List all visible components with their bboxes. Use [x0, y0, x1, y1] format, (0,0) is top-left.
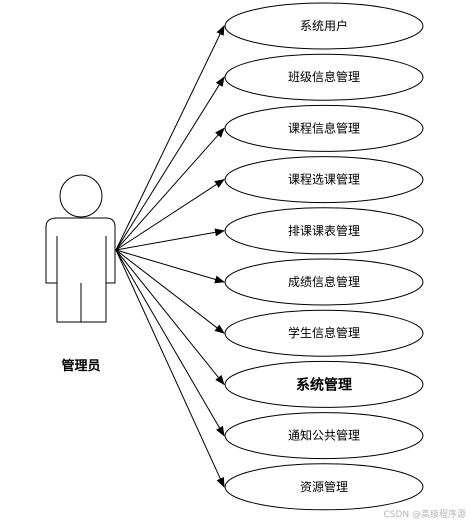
use-cases: 系统用户班级信息管理课程信息管理课程选课管理排课课表管理成绩信息管理学生信息管理…: [224, 2, 424, 511]
associations: [115, 25, 225, 488]
use-case-1: 系统用户: [224, 2, 424, 50]
association-arrow-4: [115, 179, 225, 251]
use-case-10-ellipse: [224, 463, 424, 511]
use-case-4-ellipse: [224, 156, 424, 204]
use-case-5-ellipse: [224, 207, 424, 255]
association-arrow-2: [115, 76, 225, 251]
association-arrow-7: [115, 249, 225, 334]
actor-figure: [45, 174, 116, 323]
use-case-2: 班级信息管理: [224, 53, 424, 101]
use-case-7-label: 学生信息管理: [288, 325, 360, 340]
use-case-8-label: 系统管理: [296, 376, 352, 393]
use-case-4: 课程选课管理: [224, 156, 424, 204]
use-case-9: 通知公共管理: [224, 412, 424, 460]
use-case-6-label: 成绩信息管理: [288, 274, 360, 289]
use-case-9-ellipse: [224, 412, 424, 460]
use-case-7-ellipse: [224, 309, 424, 357]
use-case-1-label: 系统用户: [300, 18, 348, 33]
use-case-2-label: 班级信息管理: [288, 69, 360, 84]
watermark: CSDN @高级程序源: [383, 508, 466, 520]
use-case-5: 排课课表管理: [224, 207, 424, 255]
actor-head: [59, 174, 103, 218]
association-arrow-10: [115, 249, 225, 488]
association-arrow-1: [115, 25, 225, 251]
use-case-10-label: 资源管理: [300, 479, 348, 494]
use-case-3: 课程信息管理: [224, 104, 424, 152]
use-case-2-ellipse: [224, 53, 424, 101]
use-case-7: 学生信息管理: [224, 309, 424, 357]
use-case-9-label: 通知公共管理: [288, 428, 360, 443]
association-arrow-5: [115, 228, 225, 251]
use-case-4-label: 课程选课管理: [288, 172, 360, 187]
use-case-6: 成绩信息管理: [224, 258, 424, 306]
use-case-5-label: 排课课表管理: [288, 223, 360, 238]
use-case-6-ellipse: [224, 258, 424, 306]
use-case-10: 资源管理: [224, 463, 424, 511]
use-case-8: 系统管理: [224, 360, 424, 408]
association-arrow-6: [115, 249, 225, 284]
use-case-3-ellipse: [224, 104, 424, 152]
use-case-3-label: 课程信息管理: [288, 120, 360, 135]
association-arrow-9: [115, 249, 225, 437]
association-arrow-8: [115, 249, 225, 386]
actor-label: 管理员: [61, 358, 100, 374]
actor-body: [45, 217, 116, 323]
use-case-8-ellipse: [224, 360, 424, 408]
association-arrow-3: [115, 127, 225, 251]
use-case-1-ellipse: [224, 2, 424, 50]
